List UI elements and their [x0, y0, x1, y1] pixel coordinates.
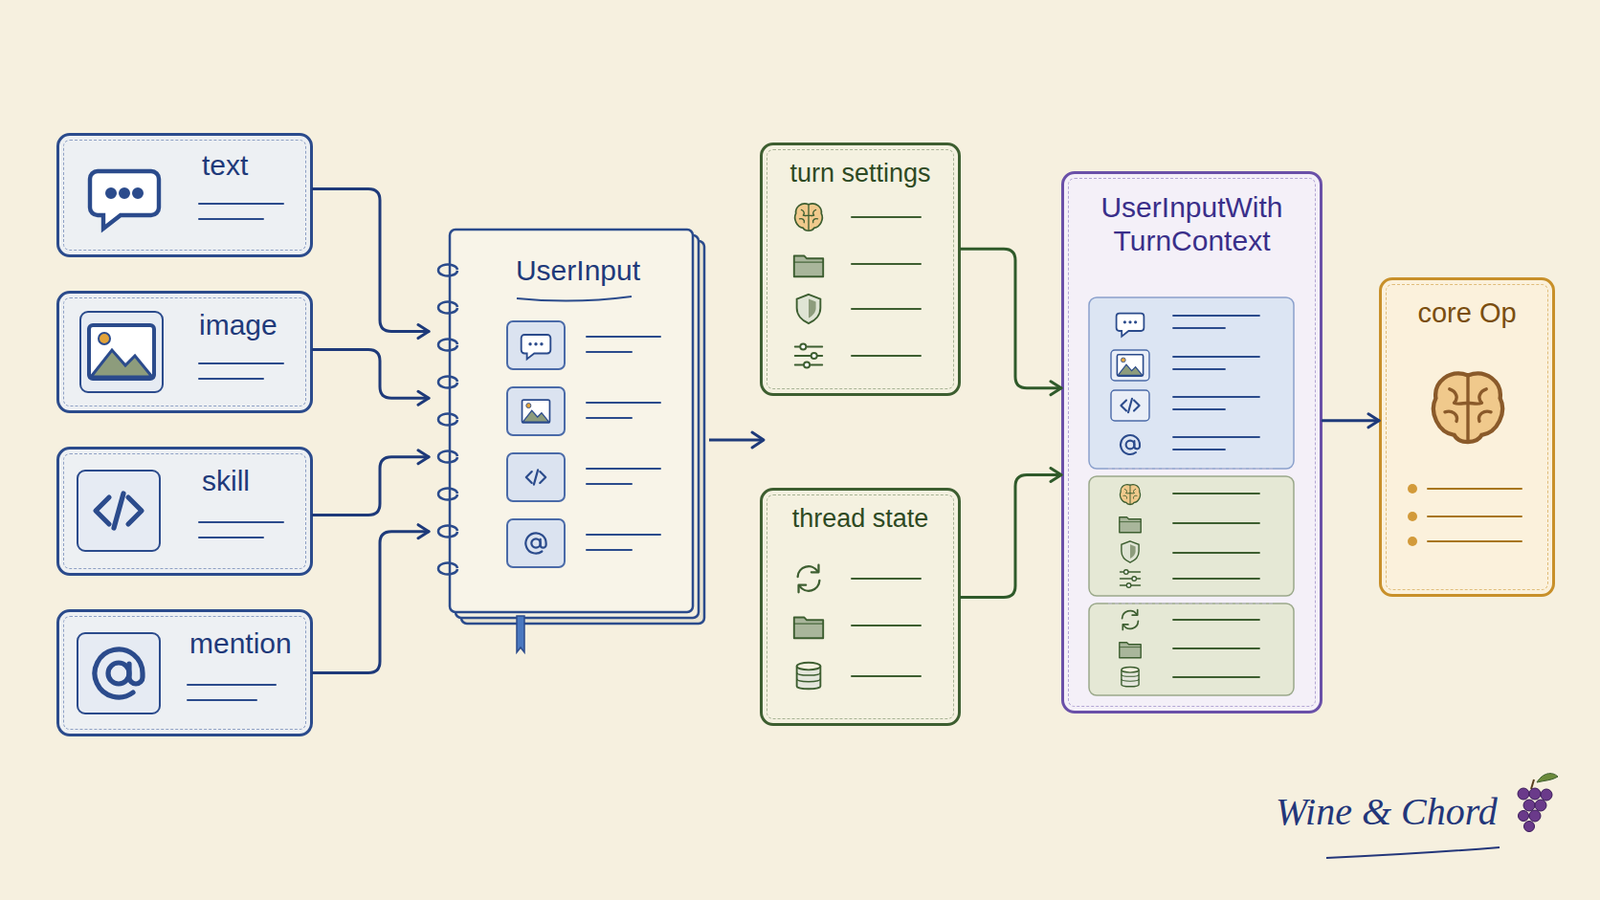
- title-underline: [516, 296, 632, 302]
- input-box-decor: [77, 171, 284, 714]
- flow-arrow: [312, 532, 429, 674]
- bookmark: [516, 616, 525, 653]
- notebook-out-arrow: [709, 432, 764, 448]
- code-icon: [526, 469, 546, 485]
- process-box: turn settings: [759, 142, 961, 397]
- rings: [438, 265, 458, 576]
- code-icon: [95, 493, 142, 529]
- image-icon: [522, 400, 551, 423]
- notebook: [438, 229, 705, 653]
- icon-frame: [80, 311, 163, 393]
- node-title: text: [201, 149, 248, 183]
- flow-arrow: [312, 349, 429, 399]
- core-op-decor: [1407, 373, 1522, 547]
- image-icon: [88, 325, 155, 379]
- placeholder-lines: [199, 522, 284, 538]
- watermark: Wine & Chord: [1275, 790, 1498, 835]
- settings-icons: [794, 203, 921, 689]
- icon-frame: [77, 633, 160, 714]
- at-icon: [525, 533, 546, 554]
- placeholder-lines: [187, 685, 276, 701]
- chat-icon: [521, 334, 552, 360]
- node-title: UserInput: [459, 254, 697, 289]
- node-title: image: [199, 309, 278, 343]
- at-icon: [94, 649, 143, 698]
- node-title: thread state: [772, 504, 949, 534]
- node-title: UserInputWith TurnContext: [1073, 191, 1311, 258]
- node-title: skill: [201, 465, 250, 499]
- process-box: thread state: [759, 488, 961, 727]
- front-page: [449, 229, 693, 613]
- content-rows: [507, 321, 661, 568]
- placeholder-lines: [199, 363, 284, 379]
- chat-icon: [89, 171, 159, 229]
- context-panels: [1088, 297, 1294, 696]
- placeholder-lines: [199, 203, 284, 220]
- flow-arrow: [960, 248, 1062, 389]
- flow-arrow: [1322, 419, 1379, 423]
- flow-arrow: [960, 475, 1062, 599]
- node-title: turn settings: [772, 158, 949, 189]
- flow-arrow: [312, 189, 429, 333]
- node-title: mention: [189, 627, 292, 662]
- flow-arrow: [312, 457, 429, 516]
- node-title: core Op: [1391, 297, 1543, 330]
- icon-frame: [77, 470, 160, 552]
